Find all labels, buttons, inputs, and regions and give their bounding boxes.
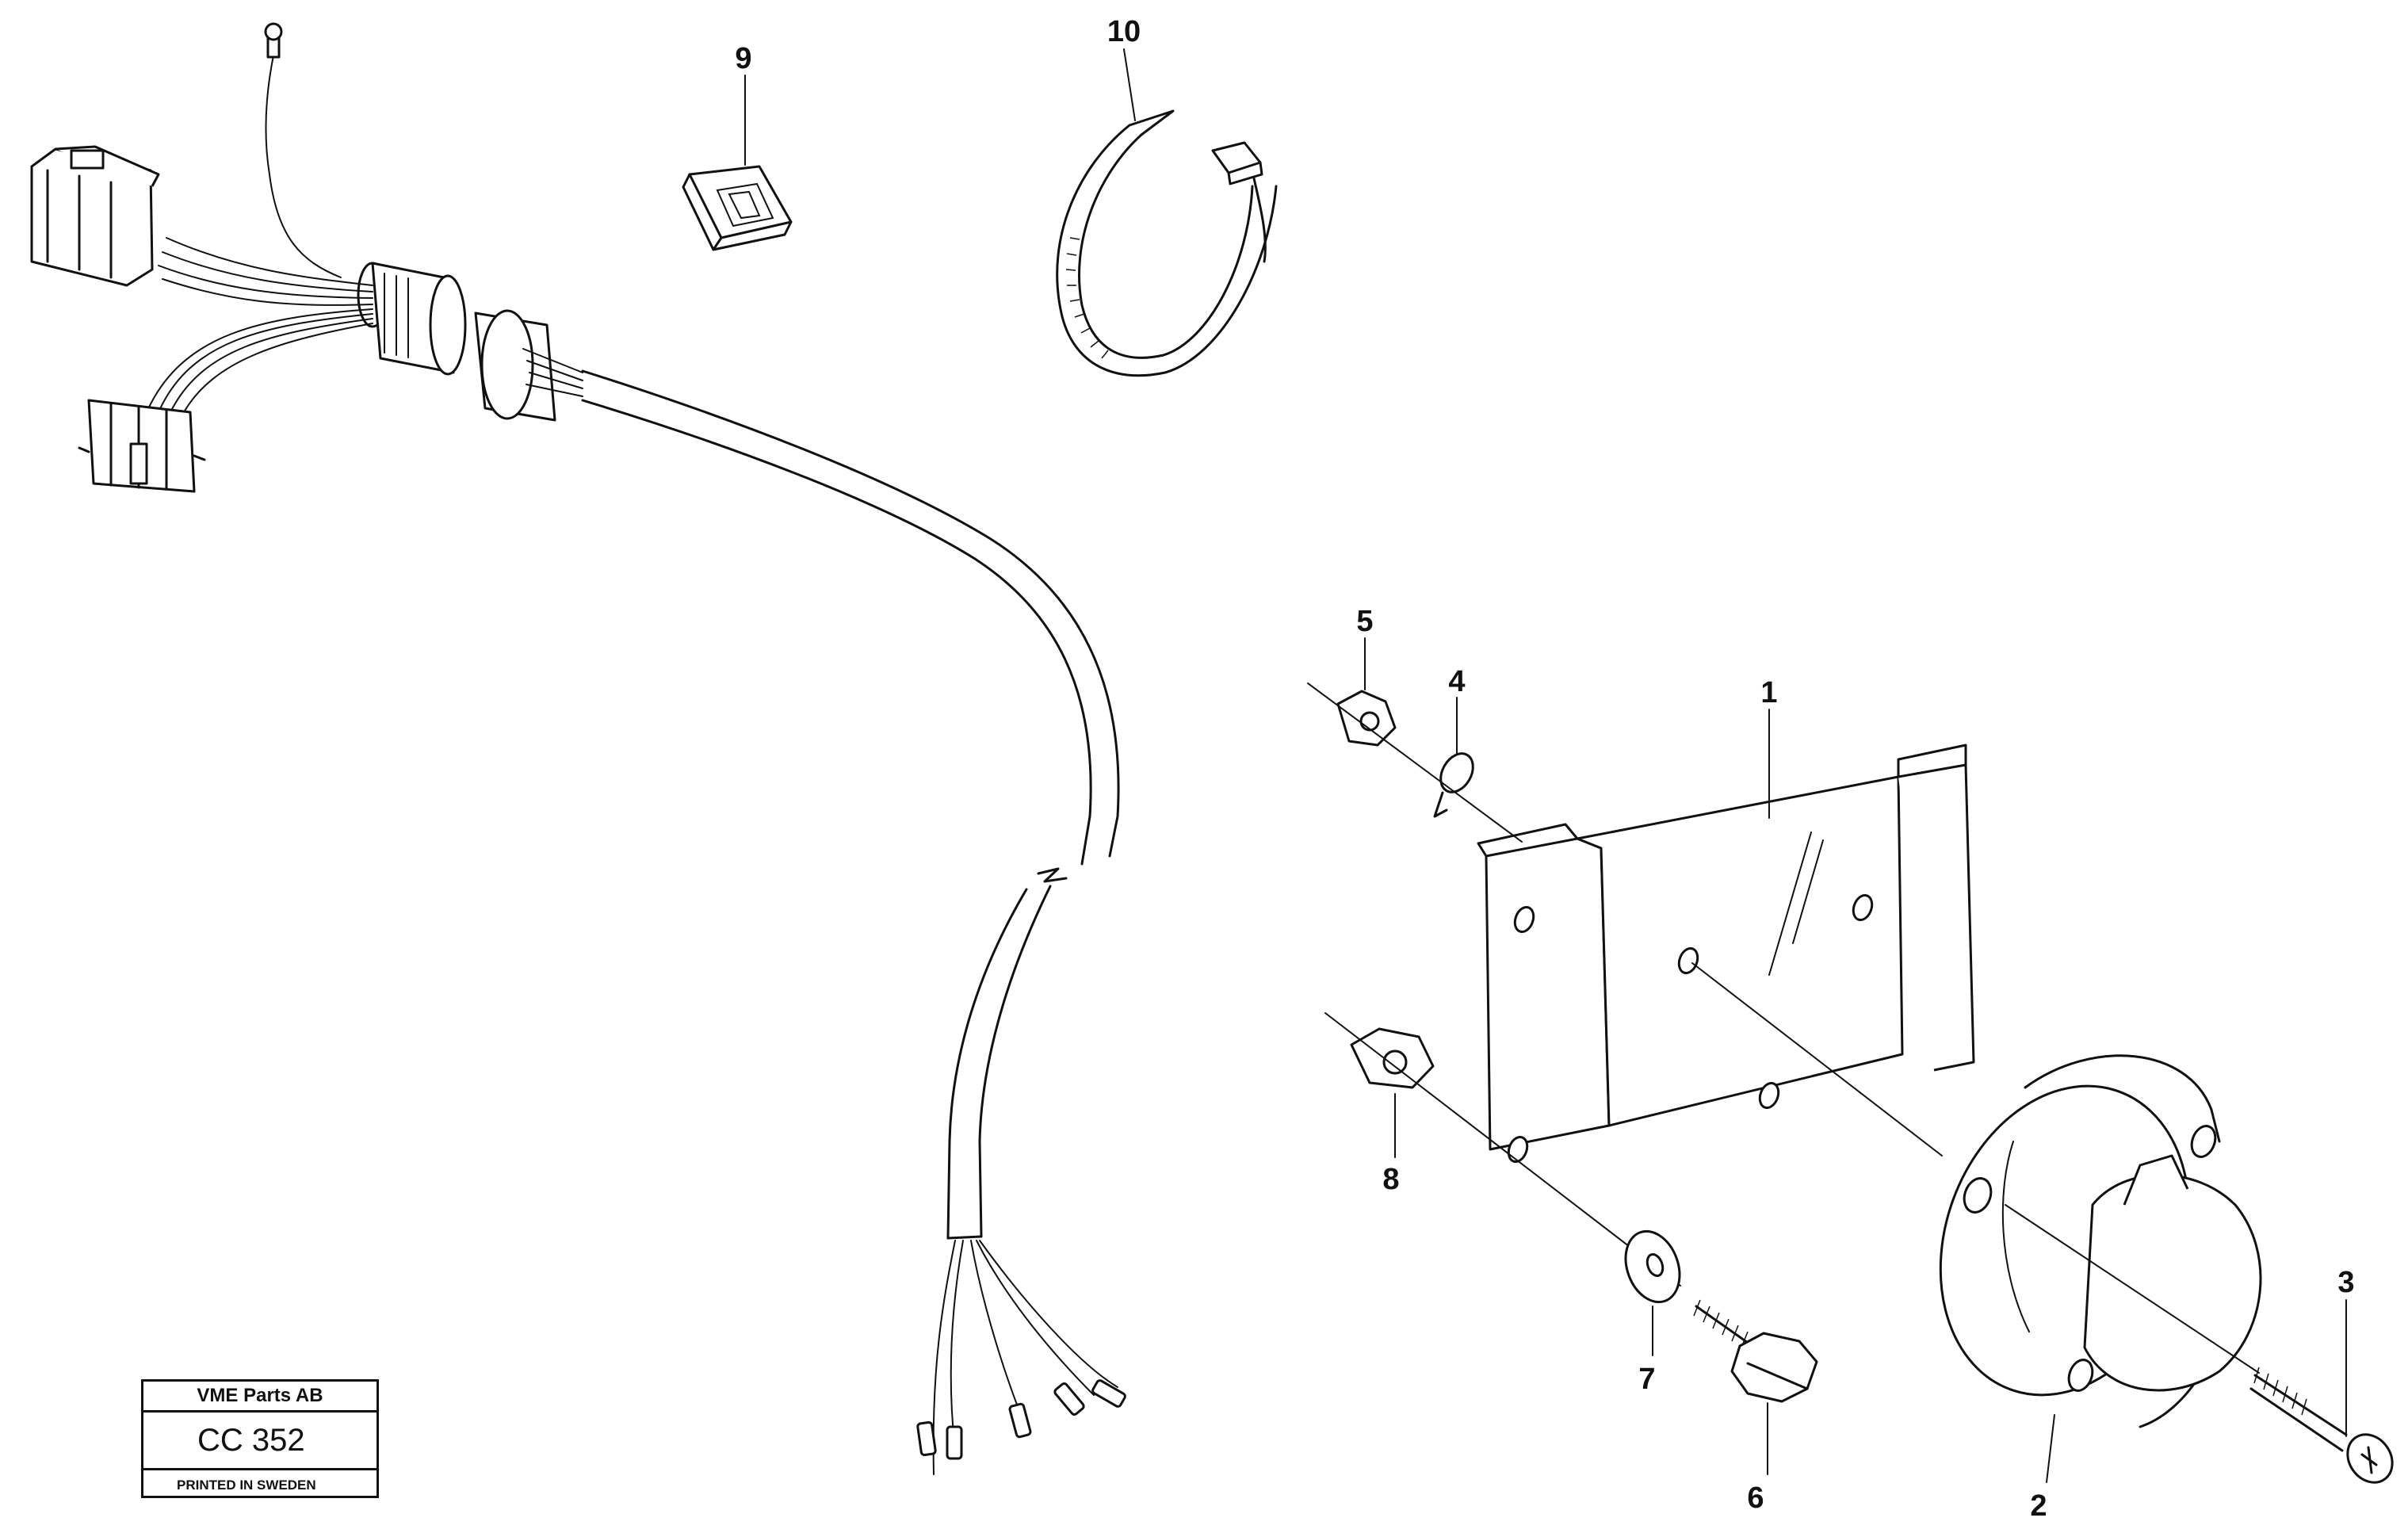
clip-pad bbox=[682, 165, 793, 251]
hex-bolt bbox=[1693, 1299, 1818, 1403]
callout-2: 2 bbox=[2030, 1489, 2047, 1523]
callout-10: 10 bbox=[1107, 15, 1141, 48]
callout-5: 5 bbox=[1356, 605, 1373, 638]
trailer-socket bbox=[1939, 1054, 2262, 1428]
mounting-bracket bbox=[1477, 744, 1975, 1163]
wire-ferrule bbox=[916, 1379, 1126, 1460]
callout-1: 1 bbox=[1760, 676, 1777, 709]
callout-9: 9 bbox=[735, 42, 751, 75]
lock-washer bbox=[1433, 752, 1474, 818]
callout-8: 8 bbox=[1382, 1163, 1399, 1196]
flat-washer bbox=[1624, 1229, 1681, 1304]
hex-nut-lower bbox=[1350, 1027, 1435, 1089]
hex-nut-upper bbox=[1336, 690, 1397, 747]
stamp-company: VME Parts AB bbox=[143, 1382, 376, 1413]
small-connector bbox=[78, 399, 206, 493]
stamp-code: CC 352 bbox=[143, 1413, 376, 1470]
callout-4: 4 bbox=[1448, 665, 1465, 698]
cable-gland bbox=[357, 262, 583, 422]
cable-tie bbox=[1056, 109, 1278, 377]
callout-6: 6 bbox=[1747, 1481, 1764, 1515]
publisher-stamp: VME Parts AB CC 352 PRINTED IN SWEDEN bbox=[141, 1379, 379, 1498]
stamp-printed: PRINTED IN SWEDEN bbox=[177, 1478, 316, 1493]
multi-pin-connector bbox=[30, 145, 160, 287]
leader-lines bbox=[744, 48, 2347, 1483]
callout-7: 7 bbox=[1638, 1363, 1655, 1396]
assembly-axis-socket bbox=[1691, 962, 1943, 1156]
assembly-axis-lower bbox=[1324, 1012, 1681, 1286]
cable-harness bbox=[30, 22, 1126, 1475]
callout-3: 3 bbox=[2337, 1266, 2354, 1299]
assembly-axis-screw bbox=[2005, 1204, 2260, 1374]
assembly-axis-upper bbox=[1307, 682, 1523, 843]
socket-screw bbox=[2249, 1367, 2394, 1484]
